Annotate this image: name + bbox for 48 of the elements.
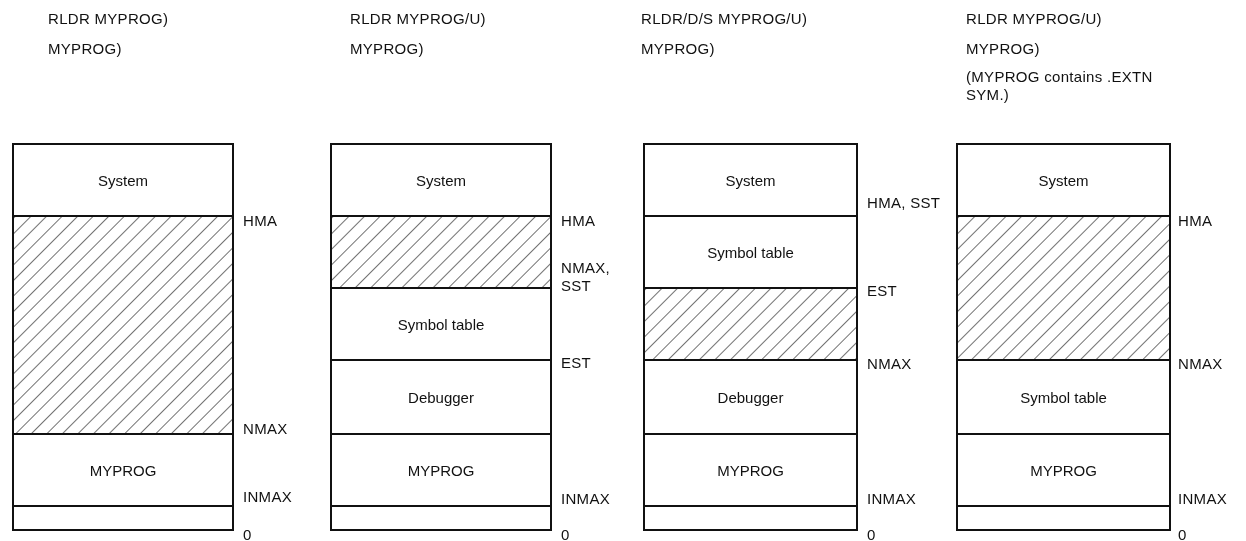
memory-segment: System [330,143,552,217]
address-label: INMAX [1178,490,1228,508]
memory-segment: MYPROG [12,433,234,507]
address-label: 0 [867,526,877,541]
address-label: INMAX [243,488,293,506]
command-text: MYPROG) [48,40,123,58]
command-text: RLDR MYPROG/U) [350,10,487,28]
memory-segment: System [956,143,1171,217]
memory-segment: Debugger [643,359,858,435]
memory-segment: Symbol table [643,215,858,289]
command-text: RLDR/D/S MYPROG/U) [641,10,809,28]
command-text: MYPROG) [641,40,716,58]
address-label: 0 [1178,526,1188,541]
memory-segment: Debugger [330,359,552,435]
memory-segment: System [643,143,858,217]
address-label: HMA, SST [867,194,942,212]
address-label: INMAX [867,490,917,508]
memory-segment [12,505,234,531]
note-text: (MYPROG contains .EXTN SYM.) [966,68,1154,104]
memory-segment: MYPROG [330,433,552,507]
memory-segment: System [12,143,234,217]
command-text: RLDR MYPROG/U) [966,10,1103,28]
address-label: 0 [243,526,253,541]
command-text: MYPROG) [350,40,425,58]
hatched-region [956,215,1171,361]
hatched-region [330,215,552,289]
address-label: HMA [1178,212,1214,230]
address-label: HMA [243,212,279,230]
memory-segment: MYPROG [956,433,1171,507]
address-label: NMAX [243,420,289,438]
command-text: MYPROG) [966,40,1041,58]
memory-segment [643,505,858,531]
address-label: EST [561,354,593,372]
command-text: RLDR MYPROG) [48,10,170,28]
address-label: NMAX [867,355,913,373]
memory-segment [956,505,1171,531]
address-label: HMA [561,212,597,230]
address-label: EST [867,282,899,300]
memory-segment [330,505,552,531]
memory-segment: Symbol table [956,359,1171,435]
address-label: INMAX [561,490,611,508]
memory-segment: MYPROG [643,433,858,507]
hatched-region [643,287,858,361]
memory-segment: Symbol table [330,287,552,361]
address-label: NMAX, SST [561,259,611,295]
address-label: NMAX [1178,355,1224,373]
address-label: 0 [561,526,571,541]
hatched-region [12,215,234,435]
